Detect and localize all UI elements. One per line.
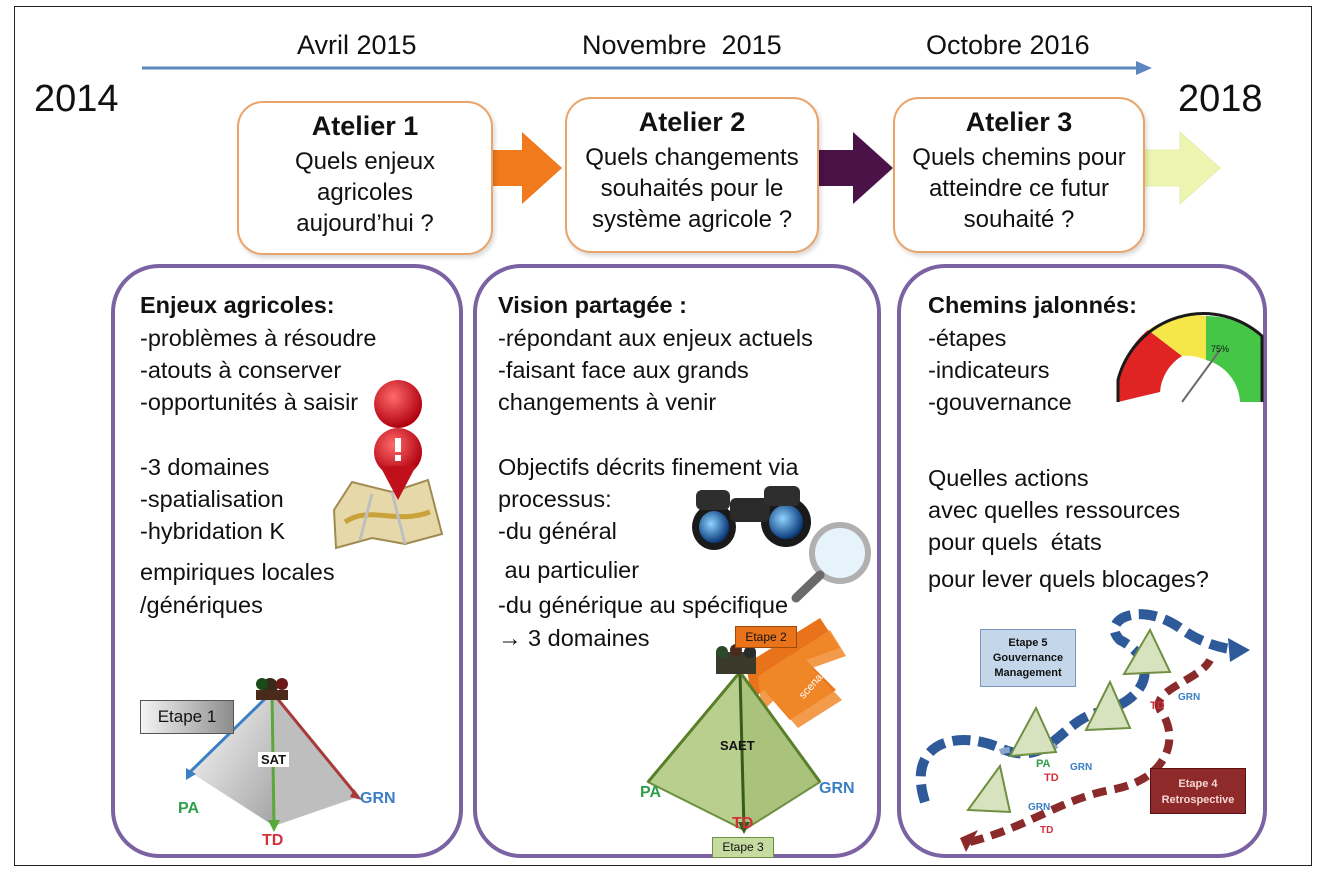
date-1: Avril 2015 — [297, 30, 417, 60]
year-start: 2014 — [34, 78, 119, 120]
magnifier-icon — [791, 522, 871, 603]
panel3-item: -gouvernance — [928, 389, 1072, 415]
connector-arrow-2 — [817, 132, 893, 204]
step-5-line: Gouvernance — [992, 652, 1064, 664]
panel2-detail: au particulier — [498, 557, 640, 583]
map-pin-icon — [332, 380, 444, 550]
panel2-detail: processus: — [498, 486, 612, 512]
gauge-icon — [1116, 312, 1264, 403]
gauge-value: 75% — [1211, 344, 1230, 354]
path-td-label: TD — [1150, 700, 1165, 712]
panel3-detail: pour quels états — [928, 529, 1102, 555]
panel1-heading: Enjeux agricoles: — [140, 292, 335, 318]
date-3: Octobre 2016 — [926, 30, 1090, 60]
panel3-detail: pour lever quels blocages? — [928, 566, 1209, 592]
path-illustration — [915, 609, 1250, 852]
pyramid-1-td: TD — [262, 832, 284, 849]
pyramid-2-diagram — [646, 644, 822, 834]
date-2: Novembre 2015 — [582, 30, 782, 60]
panel3-item: -indicateurs — [928, 357, 1050, 383]
atelier-2-box: Atelier 2 Quels changements souhaités po… — [565, 97, 819, 253]
panel3-item: -étapes — [928, 325, 1007, 351]
step-4-title: Etape 4 — [1178, 778, 1218, 790]
pyramid-1-diagram — [186, 678, 362, 832]
timeline-arrowhead — [1136, 61, 1152, 75]
pyramid-1-center: SAT — [258, 752, 290, 767]
step-5-title: Etape 5 — [1008, 637, 1048, 649]
path-td-label: TD — [1040, 825, 1054, 836]
panel1-detail: -3 domaines — [140, 454, 270, 480]
people-icon — [716, 652, 756, 674]
path-grn-label: GRN — [1028, 802, 1051, 813]
binoculars-icon — [692, 486, 811, 550]
panel1-detail: /génériques — [140, 592, 263, 618]
step-2-label: Etape 2 — [735, 626, 797, 648]
panel2-detail: → 3 domaines — [498, 625, 650, 651]
panel2-item: -faisant face aux grands — [498, 357, 749, 383]
path-td-label: TD — [1044, 772, 1059, 784]
atelier-3-box: Atelier 3 Quels chemins pour atteindre c… — [893, 97, 1145, 253]
step-5-line: Management — [994, 667, 1062, 679]
panel2-detail: Objectifs décrits finement via — [498, 454, 799, 480]
pyramid-2-grn: GRN — [819, 780, 855, 797]
atelier-3-title: Atelier 3 — [965, 107, 1073, 137]
axis-grn-1 — [270, 691, 360, 798]
path-grn-label: GRN — [1070, 762, 1093, 773]
atelier-2-question: Quels changements souhaités pour le syst… — [585, 144, 799, 233]
panel2-item: changements à venir — [498, 389, 717, 415]
connector-arrow-1 — [490, 132, 562, 204]
pyramid-2-center: SAET — [720, 738, 755, 753]
panel3-detail: Quelles actions — [928, 465, 1089, 491]
connector-arrow-3 — [1143, 130, 1221, 206]
panel1-detail: -hybridation K — [140, 518, 285, 544]
path-grn-label: GRN — [1178, 692, 1201, 703]
step-4-line: Retrospective — [1161, 794, 1235, 806]
panel3-detail: avec quelles ressources — [928, 497, 1181, 523]
pyramid-1-grn: GRN — [360, 790, 396, 807]
panel2-detail: -du générique au spécifique — [498, 592, 789, 618]
step-1-label: Etape 1 — [140, 700, 234, 734]
atelier-1-box: Atelier 1 Quels enjeux agricoles aujourd… — [237, 101, 493, 255]
atelier-1-title: Atelier 1 — [311, 111, 419, 141]
pyramid-2-pa: PA — [640, 784, 662, 801]
mini-pyramids — [966, 627, 1172, 814]
panel2-detail: -du général — [498, 518, 617, 544]
atelier-1-question: Quels enjeux agricoles aujourd’hui ? — [294, 148, 436, 237]
panel-chemins — [897, 264, 1267, 858]
panel1-detail: empiriques locales — [140, 559, 335, 585]
step-4-box: Etape 4 Retrospective — [1150, 768, 1246, 814]
atelier-2-title: Atelier 2 — [638, 107, 746, 137]
pyramid-1-pa: PA — [178, 800, 200, 817]
pyramid-2-td: TD — [732, 815, 754, 832]
panel2-item: -répondant aux enjeux actuels — [498, 325, 813, 351]
panel1-detail: -spatialisation — [140, 486, 284, 512]
panel1-item: -opportunités à saisir — [140, 389, 359, 415]
year-end: 2018 — [1178, 78, 1263, 120]
step-5-box: Etape 5 Gouvernance Management — [980, 629, 1076, 687]
figure-frame — [14, 6, 1312, 866]
scenarios-arrows — [746, 618, 846, 728]
panel2-heading: Vision partagée : — [498, 292, 687, 318]
panel1-item: -atouts à conserver — [140, 357, 342, 383]
panel3-heading: Chemins jalonnés: — [928, 292, 1137, 318]
panel1-item: -problèmes à résoudre — [140, 325, 377, 351]
atelier-3-question: Quels chemins pour atteindre ce futur so… — [912, 144, 1126, 233]
path-pa-label: PA — [1036, 758, 1051, 770]
step-3-label: Etape 3 — [712, 837, 774, 858]
